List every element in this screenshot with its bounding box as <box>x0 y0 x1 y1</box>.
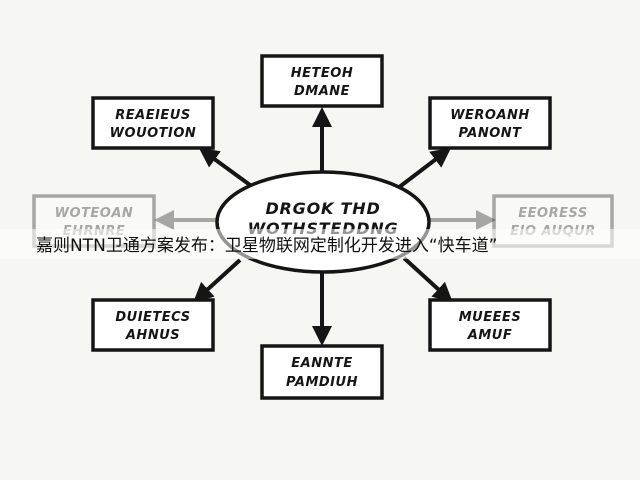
node-right-line1: EEORESS <box>518 206 587 221</box>
node-top-right-line1: WEROANH <box>450 108 530 123</box>
node-top-left: REAEIEUS WOUOTION <box>91 96 215 150</box>
node-top-line1: HETEOH <box>291 66 353 81</box>
caption-band <box>0 229 640 259</box>
node-top: HETEOH DMANE <box>260 54 384 108</box>
center-label-line1: DRGOK THD <box>265 199 380 218</box>
node-top-left-line1: REAEIEUS <box>115 108 190 123</box>
arrow-bottom-right <box>402 256 453 303</box>
overlay-caption: 嘉则NTN卫通方案发布：卫星物联网定制化开发进入“快车道” <box>36 236 498 256</box>
node-bottom-right-line2: AMUF <box>467 328 512 343</box>
node-bottom-left-line2: AHNUS <box>125 328 180 343</box>
node-bottom-left-line1: DUIETECS <box>115 310 190 325</box>
node-bottom-left: DUIETECS AHNUS <box>91 298 215 352</box>
arrow-top-right <box>396 147 452 190</box>
node-top-right-line2: PANONT <box>458 126 522 141</box>
arrow-bottom-left <box>193 258 242 303</box>
arrow-top-left <box>198 147 252 187</box>
node-bottom-line1: EANNTE <box>291 356 352 371</box>
node-top-left-line2: WOUOTION <box>110 126 197 141</box>
node-bottom-right-line1: MUEEES <box>459 310 522 325</box>
node-top-line2: DMANE <box>294 84 350 99</box>
node-bottom-right: MUEEES AMUF <box>428 298 552 352</box>
node-bottom-line2: PAMDIUH <box>286 375 358 390</box>
node-bottom: EANNTE PAMDIUH <box>260 344 384 400</box>
node-left-line1: WOTEOAN <box>55 206 134 221</box>
node-top-right: WEROANH PANONT <box>428 96 552 150</box>
